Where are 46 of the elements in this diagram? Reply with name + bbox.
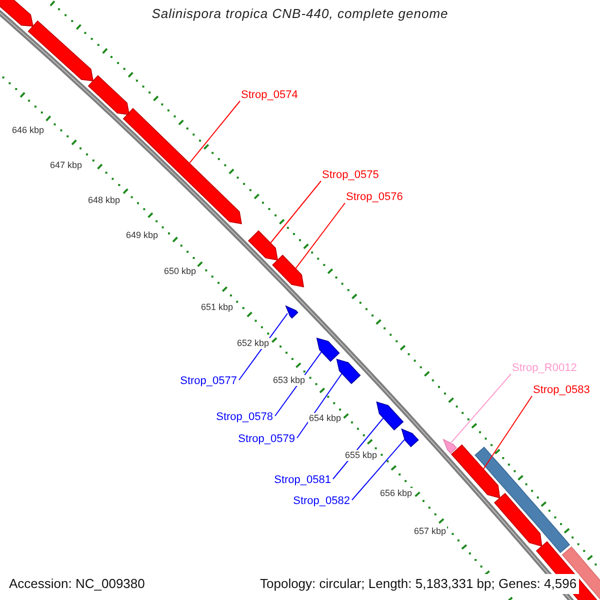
gene-feature — [248, 230, 278, 261]
leader-line — [352, 439, 405, 500]
gene-feature — [272, 254, 304, 288]
gene-feature — [336, 358, 361, 384]
gene-label: Strop_0575 — [322, 169, 379, 182]
position-label: 651 kbp — [200, 302, 234, 313]
leader-line — [270, 180, 322, 244]
leader-line — [189, 100, 240, 164]
gene-feature — [122, 108, 242, 224]
position-label: 649 kbp — [125, 230, 160, 241]
gene-feature — [0, 0, 34, 27]
gene-label: Strop_0576 — [346, 191, 403, 204]
position-label: 647 kbp — [49, 160, 84, 171]
leader-line — [295, 202, 346, 270]
gene-label: Strop_0583 — [533, 384, 590, 397]
gene-feature — [88, 75, 130, 116]
gene-feature — [494, 492, 542, 547]
position-label: 650 kbp — [163, 266, 198, 277]
gene-feature — [450, 444, 500, 499]
leader-line — [296, 373, 342, 438]
leader-line — [482, 396, 532, 470]
position-label: 654 kbp — [308, 413, 342, 424]
position-label: 646 kbp — [11, 125, 46, 136]
position-label: 648 kbp — [87, 195, 122, 206]
gene-feature — [401, 428, 419, 448]
gene-feature — [28, 20, 94, 82]
position-label: 657 kbp — [413, 526, 448, 537]
gene-label: Strop_0577 — [180, 375, 237, 388]
gene-label: Strop_0579 — [238, 433, 295, 446]
gene-label: Strop_0582 — [293, 495, 350, 508]
position-label: 653 kbp — [272, 375, 306, 386]
gene-feature — [376, 401, 404, 430]
position-label: 656 kbp — [379, 488, 414, 499]
gene-feature — [474, 446, 570, 554]
gene-label: Strop_R0012 — [512, 362, 577, 375]
footer-text: Topology: circular; Length: 5,183,331 bp; Genes: 4,596 — [258, 574, 579, 594]
position-label: 652 kbp — [236, 338, 270, 349]
leader-line — [450, 374, 512, 443]
gene-feature — [285, 305, 298, 319]
gene-feature — [316, 338, 340, 362]
gene-feature — [442, 438, 457, 454]
diagram-title: Salinispora tropica CNB-440, complete genome — [152, 5, 448, 23]
gene-label: Strop_0581 — [274, 474, 331, 487]
gene-label: Strop_0574 — [241, 89, 298, 102]
gene-label: Strop_0578 — [216, 411, 273, 424]
position-label: 655 kbp — [344, 450, 378, 461]
